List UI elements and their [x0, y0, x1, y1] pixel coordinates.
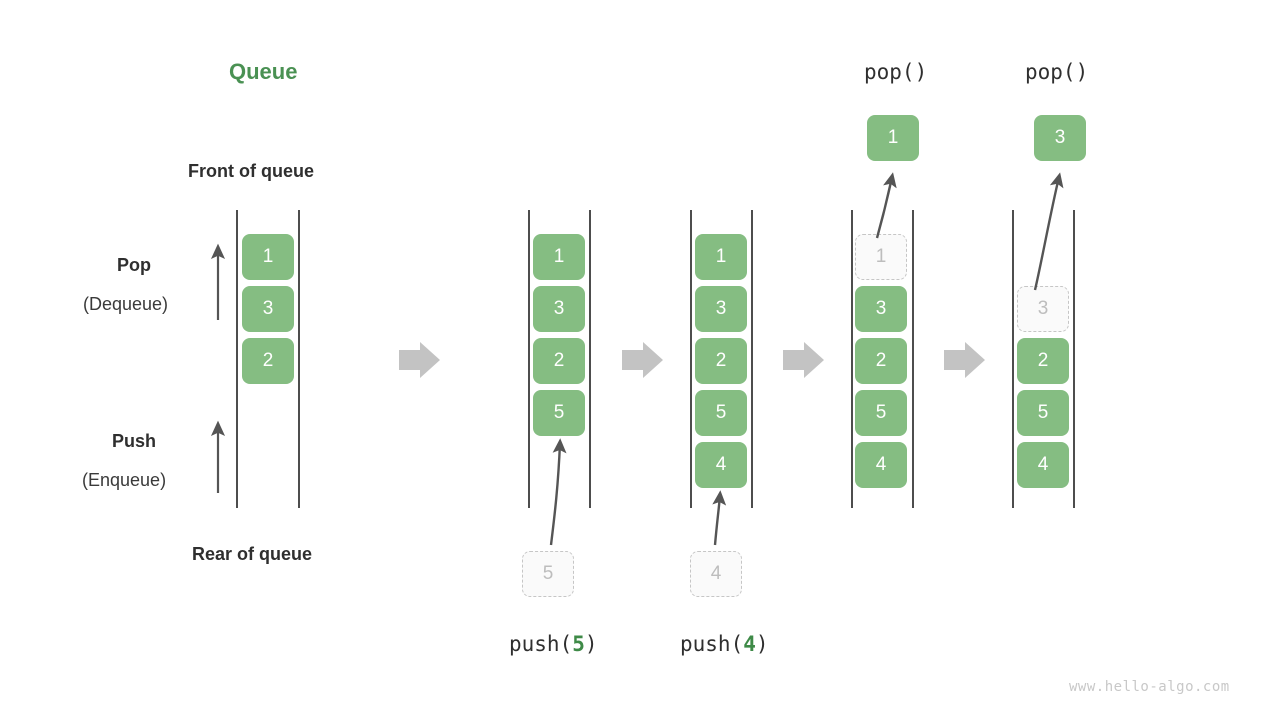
push-5-suffix: ): [584, 632, 598, 656]
queue-cell: 5: [1017, 390, 1069, 436]
push-4-suffix: ): [755, 632, 769, 656]
queue-rail-left-stage-5: [1012, 210, 1014, 508]
queue-rail-right-stage-4: [912, 210, 914, 508]
queue-cell: 4: [855, 442, 907, 488]
pop-2-caption: pop(): [1025, 60, 1089, 84]
popped-element-1: 1: [867, 115, 919, 161]
queue-cell: 1: [533, 234, 585, 280]
watermark: www.hello-algo.com: [1069, 679, 1230, 695]
incoming-element-5: 5: [522, 551, 574, 597]
enqueue-label: (Enqueue): [82, 470, 167, 490]
queue-rail-right-stage-1: [298, 210, 300, 508]
queue-cell: 2: [242, 338, 294, 384]
queue-cell: 3: [855, 286, 907, 332]
queue-cell: 3: [1017, 286, 1069, 332]
queue-rail-left-stage-2: [528, 210, 530, 508]
flow-arrow-3: [783, 342, 824, 378]
push-5-prefix: push(: [509, 632, 573, 656]
pop-1-arrow: [875, 172, 897, 239]
queue-cell: 4: [695, 442, 747, 488]
queue-cell: 1: [855, 234, 907, 280]
pop-label: Pop: [117, 255, 151, 275]
push-5-arrow: [549, 438, 567, 546]
queue-cell: 3: [242, 286, 294, 332]
flow-arrow-4: [944, 342, 985, 378]
queue-cell: 2: [1017, 338, 1069, 384]
queue-cell: 2: [533, 338, 585, 384]
push-4-arrow: [712, 490, 727, 546]
queue-cell: 1: [242, 234, 294, 280]
queue-rail-left-stage-4: [851, 210, 853, 508]
queue-rail-right-stage-3: [751, 210, 753, 508]
push-label: Push: [112, 431, 157, 451]
flow-arrow-1: [399, 342, 440, 378]
incoming-element-4: 4: [690, 551, 742, 597]
pop-1-caption: pop(): [864, 60, 928, 84]
pop-2-arrow: [1033, 172, 1064, 291]
push-5-caption: push(5): [509, 632, 598, 656]
rear-of-queue-label: Rear of queue: [192, 544, 313, 564]
queue-cell: 4: [1017, 442, 1069, 488]
queue-cell: 1: [695, 234, 747, 280]
push-4-arg: 4: [743, 632, 756, 656]
queue-cell: 5: [533, 390, 585, 436]
front-of-queue-label: Front of queue: [188, 161, 314, 181]
queue-cell: 3: [695, 286, 747, 332]
flow-arrow-2: [622, 342, 663, 378]
queue-rail-right-stage-2: [589, 210, 591, 508]
dequeue-label: (Dequeue): [83, 294, 169, 314]
queue-cell: 3: [533, 286, 585, 332]
queue-cell: 5: [855, 390, 907, 436]
queue-cell: 2: [855, 338, 907, 384]
push-4-caption: push(4): [680, 632, 769, 656]
page-title: Queue: [229, 59, 298, 84]
popped-element-3: 3: [1034, 115, 1086, 161]
push-5-arg: 5: [572, 632, 585, 656]
queue-rail-left-stage-1: [236, 210, 238, 508]
push-4-prefix: push(: [680, 632, 744, 656]
queue-rail-left-stage-3: [690, 210, 692, 508]
queue-cell: 2: [695, 338, 747, 384]
queue-cell: 5: [695, 390, 747, 436]
queue-rail-right-stage-5: [1073, 210, 1075, 508]
